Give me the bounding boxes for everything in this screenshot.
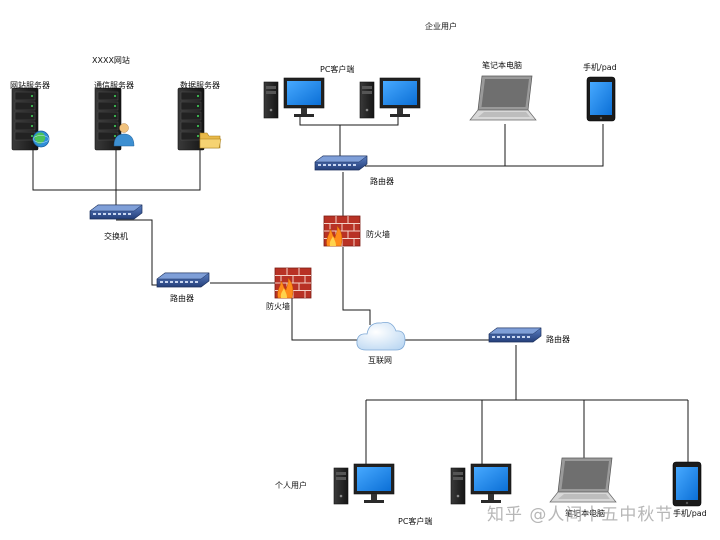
data-server — [177, 87, 222, 151]
cloud-icon — [356, 321, 406, 351]
pc-bottom-label: PC客户端 — [398, 517, 433, 526]
laptop-icon — [469, 75, 537, 121]
folder-icon — [199, 132, 222, 149]
connection-lines — [32, 117, 689, 470]
router-icon — [488, 327, 542, 343]
router-top-label: 路由器 — [370, 177, 394, 186]
desktop-pc-icon — [359, 77, 421, 119]
mobile-bottom-label: 手机/pad — [673, 509, 707, 518]
router-icon — [156, 272, 210, 288]
firewall-left-label: 防火墙 — [266, 302, 290, 311]
personal-title: 个人用户 — [275, 481, 307, 490]
mobile-top-label: 手机/pad — [583, 63, 617, 72]
watermark: 知乎 @人间十五中秋节 — [487, 505, 674, 525]
web-server-label: 网站服务器 — [10, 81, 50, 90]
laptop-top-label: 笔记本电脑 — [482, 61, 522, 70]
firewall-top-label: 防火墙 — [366, 230, 390, 239]
internet-label: 互联网 — [368, 356, 392, 365]
data-server-label: 数据服务器 — [180, 81, 220, 90]
user-icon — [113, 123, 135, 147]
desktop-pc-icon — [333, 463, 395, 505]
firewall-icon — [274, 267, 312, 299]
site-title: XXXX网站 — [92, 56, 130, 65]
laptop-icon — [549, 457, 617, 503]
pc-top-label: PC客户端 — [320, 65, 355, 74]
desktop-pc-icon — [263, 77, 325, 119]
router-icon — [314, 155, 368, 171]
laptop-bottom-label: 笔记本电脑 — [565, 509, 605, 518]
desktop-pc-icon — [450, 463, 512, 505]
enterprise-title: 企业用户 — [425, 22, 457, 31]
web-server — [11, 87, 50, 151]
firewall-icon — [323, 215, 361, 247]
comm-server-label: 通信服务器 — [94, 81, 134, 90]
router-left-label: 路由器 — [170, 294, 194, 303]
switch-label: 交换机 — [104, 232, 128, 241]
switch-icon — [89, 204, 143, 220]
router-right-label: 路由器 — [546, 335, 570, 344]
globe-icon — [32, 130, 50, 148]
mobile-icon — [672, 461, 702, 507]
mobile-icon — [586, 76, 616, 122]
comm-server — [94, 87, 135, 151]
